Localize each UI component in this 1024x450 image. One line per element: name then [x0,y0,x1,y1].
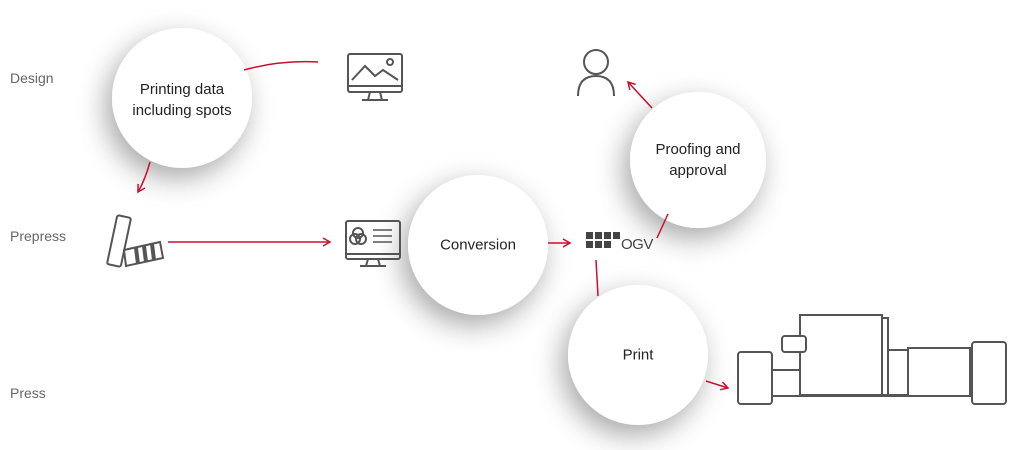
color-swatch-icon [106,214,165,268]
design-monitor-icon [347,53,403,101]
lane-label-prepress: Prepress [10,228,67,244]
node-printing-data [112,28,252,168]
arrow-data-to-monitor [243,60,319,71]
arrow-print-to-press [705,380,730,391]
node-label-printing-data: Printing data including spots [132,81,232,119]
node-proofing [630,92,766,228]
arrow-ogv-to-proofing [656,213,669,239]
lane-label-press: Press [10,385,46,401]
arrow-data-to-swatch [137,161,151,194]
ogv-logo-text: OGV [621,236,653,253]
user-icon [577,49,615,97]
ogv-logo [586,232,620,248]
node-print [568,285,708,425]
lane-label-design: Design [10,70,54,86]
node-label-print: Print [622,346,654,364]
node-label-proofing: Proofing and approval [655,141,741,179]
node-conversion [408,175,548,315]
arrow-ogv-to-print [595,259,599,297]
conversion-monitor-icon [345,220,401,267]
node-label-conversion: Conversion [440,236,516,254]
printing-press-icon [737,314,1007,405]
arrow-proofing-to-user [626,80,653,109]
